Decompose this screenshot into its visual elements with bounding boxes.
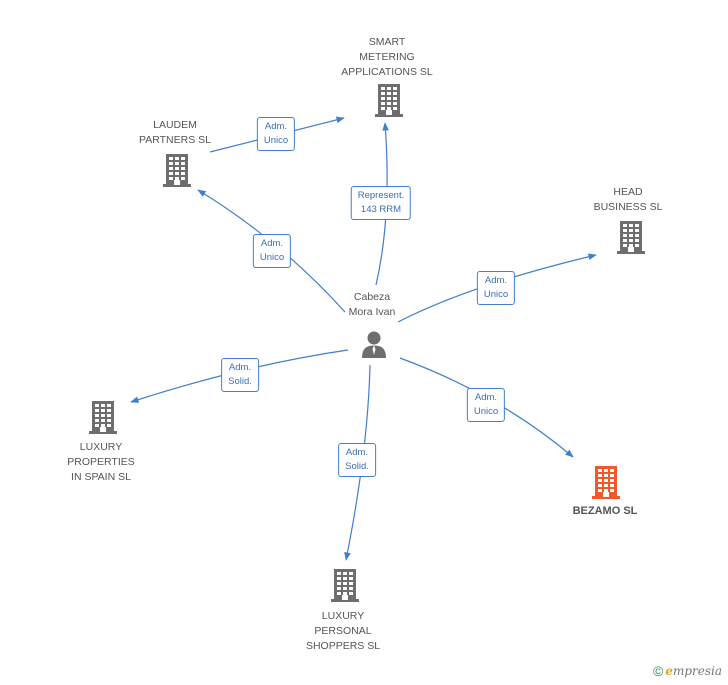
- building-icon-luxprop[interactable]: [88, 400, 118, 439]
- center-person-label[interactable]: Cabeza Mora Ivan: [348, 291, 396, 318]
- copyright-footer: © empresia: [653, 663, 722, 679]
- relation-label-center-smart[interactable]: Represent. 143 RRM: [350, 186, 412, 220]
- building-icon-smart[interactable]: [374, 83, 404, 122]
- company-label-luxprop[interactable]: LUXURY PROPERTIES IN SPAIN SL: [67, 441, 135, 483]
- building-icon-laudem[interactable]: [162, 153, 192, 192]
- company-label-laudem[interactable]: LAUDEM PARTNERS SL: [139, 119, 211, 146]
- relation-label-center-bezamo[interactable]: Adm. Unico: [466, 388, 506, 422]
- relation-label-center-luxpers[interactable]: Adm. Solid.: [338, 443, 376, 477]
- company-label-smart[interactable]: SMART METERING APPLICATIONS SL: [341, 36, 433, 78]
- relation-label-center-laudem[interactable]: Adm. Unico: [252, 234, 292, 268]
- company-label-luxpers[interactable]: LUXURY PERSONAL SHOPPERS SL: [305, 610, 381, 652]
- building-icon-head[interactable]: [616, 220, 646, 259]
- building-icon-luxpers[interactable]: [330, 568, 360, 607]
- person-icon[interactable]: [360, 330, 388, 363]
- building-icon-bezamo[interactable]: [591, 465, 621, 504]
- relation-label-laudem-smart[interactable]: Adm. Unico: [256, 117, 296, 151]
- brand-logo[interactable]: empresia: [665, 664, 722, 678]
- copyright-icon: ©: [652, 663, 664, 679]
- company-label-bezamo[interactable]: BEZAMO SL: [572, 505, 638, 517]
- company-label-head[interactable]: HEAD BUSINESS SL: [593, 186, 663, 213]
- relation-label-center-luxprop[interactable]: Adm. Solid.: [221, 358, 259, 392]
- relation-label-center-head[interactable]: Adm. Unico: [476, 271, 516, 305]
